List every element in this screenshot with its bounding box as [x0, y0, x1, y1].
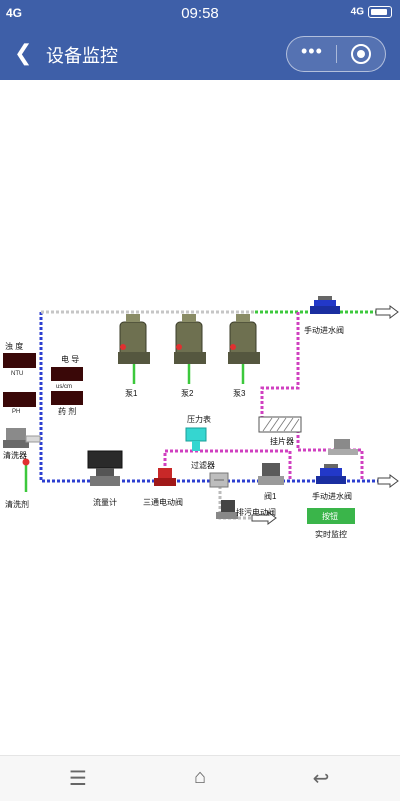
- realtime-monitor-link[interactable]: 实时监控: [315, 529, 347, 539]
- bypass-valve[interactable]: [328, 439, 358, 455]
- conductivity-display: [51, 367, 83, 381]
- battery-icon: [368, 6, 392, 18]
- back-button[interactable]: ❮: [14, 40, 33, 65]
- flowmeter-body[interactable]: [90, 468, 120, 486]
- ph-label: PH: [12, 409, 20, 415]
- menu-icon[interactable]: ☰: [69, 768, 87, 790]
- more-menu-button[interactable]: •••: [301, 41, 323, 61]
- plate-device[interactable]: [258, 416, 302, 433]
- flowmeter-label: 流量计: [93, 497, 117, 507]
- filter-device[interactable]: [209, 472, 229, 488]
- home-icon[interactable]: ⌂: [193, 766, 207, 788]
- system-nav-bar: ☰ ⌂ ↩: [0, 755, 400, 801]
- pump-3[interactable]: [228, 314, 260, 364]
- manual-valve-top[interactable]: [310, 296, 340, 314]
- network-label: 4G: [350, 6, 364, 18]
- blue-main-loop: [39, 312, 378, 483]
- action-button-label[interactable]: 按钮: [322, 511, 338, 521]
- manual-valve-bottom-label: 手动进水阀: [312, 491, 352, 501]
- turbidity-display: [3, 353, 36, 368]
- pressure-gauge-label: 压力表: [187, 414, 211, 424]
- conductivity-label: 电 导: [61, 354, 79, 364]
- cleaning-agent-label: 清洗剂: [5, 499, 29, 509]
- plate-device-hatch: [262, 417, 300, 432]
- valve-1[interactable]: [258, 463, 284, 485]
- three-way-valve-label: 三通电动阀: [143, 497, 183, 507]
- back-nav-icon[interactable]: ↩: [312, 768, 330, 790]
- page-title: 设备监控: [46, 46, 118, 66]
- outlet-arrow-drain: [251, 511, 277, 525]
- equipment-diagram: 泵1 泵2 泵3 手动进水阀 浊 度 NTU PH 电 导 us/cm 药 剂 …: [3, 296, 399, 539]
- cleaner-device[interactable]: [3, 428, 41, 448]
- pump-2[interactable]: [174, 314, 206, 364]
- manual-valve-top-label: 手动进水阀: [304, 325, 344, 335]
- signal-indicator: 4G: [6, 6, 23, 20]
- manual-valve-bottom[interactable]: [316, 464, 346, 484]
- action-button[interactable]: [307, 508, 355, 524]
- three-way-valve[interactable]: [154, 468, 176, 486]
- dosing-display: [51, 391, 83, 405]
- close-mini-program-icon[interactable]: [351, 44, 371, 64]
- pump-3-label: 泵3: [233, 389, 246, 398]
- pump-1[interactable]: [118, 314, 150, 364]
- dosing-label: 药 剂: [58, 406, 76, 416]
- flowmeter-display: [87, 450, 123, 469]
- status-bar: 4G 09:58 4G: [0, 0, 400, 28]
- outlet-arrow-top: [375, 305, 399, 319]
- filter-label: 过滤器: [191, 460, 215, 470]
- valve-1-label: 阀1: [264, 492, 277, 501]
- pink-filter-loop: [163, 449, 292, 481]
- mini-program-capsule: •••: [286, 36, 386, 72]
- status-time: 09:58: [181, 5, 219, 22]
- cleaner-label: 清洗器: [3, 450, 27, 460]
- ph-display: [3, 392, 36, 407]
- plate-device-label: 挂片器: [270, 436, 294, 446]
- cleaning-agent-point: [22, 458, 30, 466]
- conductivity-unit: us/cm: [56, 384, 72, 390]
- pink-bypass-pipe: [260, 312, 300, 420]
- pressure-gauge[interactable]: [185, 427, 207, 451]
- status-right: 4G: [351, 6, 392, 18]
- nav-bar: ❮ 设备监控 •••: [0, 28, 400, 80]
- drain-valve-label: 排污电动阀: [236, 507, 276, 517]
- capsule-divider: [336, 45, 337, 63]
- turbidity-label: 浊 度: [5, 341, 23, 351]
- pump-1-label: 泵1: [125, 389, 138, 398]
- drain-valve[interactable]: [216, 500, 238, 519]
- pump-2-label: 泵2: [181, 389, 194, 398]
- inlet-arrow-bottom: [377, 474, 399, 488]
- ntu-label: NTU: [11, 371, 23, 377]
